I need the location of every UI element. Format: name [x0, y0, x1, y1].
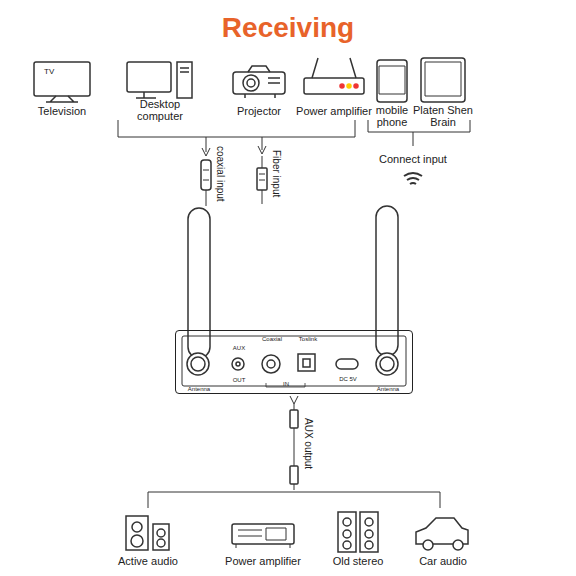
device-label: Connect input	[368, 153, 458, 165]
port-label: Antenna	[377, 386, 399, 393]
device-label: Car audio	[408, 555, 478, 567]
device-label: Television	[17, 105, 107, 117]
port-label: DC 5V	[339, 376, 357, 383]
port-label: IN	[283, 381, 289, 388]
device-label: TV	[44, 66, 54, 78]
cable-label: AUX output	[302, 418, 314, 469]
port-label: Coaxial	[262, 336, 282, 343]
device-label: Active audio	[103, 555, 193, 567]
device-label: Platen Shen Brain	[409, 104, 477, 128]
device-label: Old stereo	[318, 555, 398, 567]
port-label: Toslink	[299, 336, 317, 343]
cable-label: Fiber input	[270, 150, 282, 197]
device-label: Power amplifier	[289, 105, 379, 117]
diagram-title: Receiving	[0, 12, 576, 44]
device-label: Projector	[224, 105, 294, 117]
port-label: OUT	[233, 377, 246, 384]
device-label: Desktop computer	[122, 98, 198, 122]
port-label: AUX	[233, 345, 245, 352]
port-label: Antenna	[188, 386, 210, 393]
device-label: Power amplifier	[213, 555, 313, 567]
cable-label: coaxial input	[214, 146, 226, 202]
receiver-box: Antenna AUX OUT Coaxial ToslinkIN DC 5V Antenn…	[175, 330, 413, 394]
device-label: mobile phone	[369, 104, 415, 128]
